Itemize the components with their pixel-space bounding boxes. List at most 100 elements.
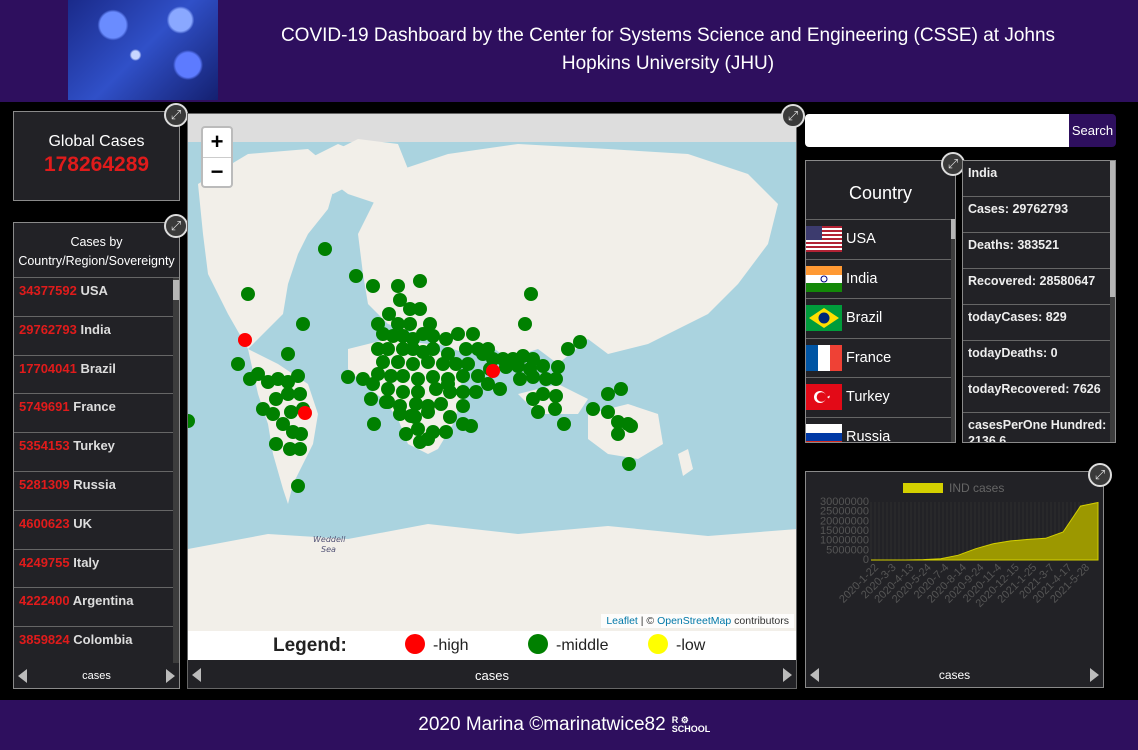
country-marker-middle[interactable] — [439, 332, 453, 346]
country-list-item[interactable]: 5354153 Turkey — [14, 433, 173, 472]
openstreetmap-link[interactable]: OpenStreetMap — [657, 615, 732, 627]
world-map[interactable]: Weddell Sea + − Leaflet | © OpenStreetMa… — [187, 113, 797, 689]
country-marker-middle[interactable] — [426, 370, 440, 384]
page-prev-icon[interactable] — [192, 668, 201, 682]
country-marker-middle[interactable] — [456, 399, 470, 413]
country-marker-middle[interactable] — [366, 279, 380, 293]
country-marker-middle[interactable] — [293, 442, 307, 456]
country-marker-middle[interactable] — [381, 382, 395, 396]
country-marker-middle[interactable] — [399, 427, 413, 441]
country-list-item[interactable]: 4600623 UK — [14, 511, 173, 550]
flag-list-scrollbar[interactable] — [951, 219, 955, 442]
country-marker-middle[interactable] — [408, 410, 422, 424]
country-marker-middle[interactable] — [449, 357, 463, 371]
page-next-icon[interactable] — [166, 669, 175, 683]
country-marker-middle[interactable] — [499, 360, 513, 374]
country-marker-middle[interactable] — [469, 385, 483, 399]
country-marker-middle[interactable] — [188, 414, 195, 428]
country-marker-middle[interactable] — [601, 387, 615, 401]
country-marker-middle[interactable] — [251, 367, 265, 381]
country-marker-middle[interactable] — [549, 372, 563, 386]
country-marker-middle[interactable] — [614, 382, 628, 396]
country-flag-item[interactable]: India — [806, 258, 951, 299]
country-marker-middle[interactable] — [461, 357, 475, 371]
country-marker-middle[interactable] — [423, 317, 437, 331]
country-marker-middle[interactable] — [539, 372, 553, 386]
expand-icon[interactable]: ⤢ — [781, 104, 805, 128]
country-marker-middle[interactable] — [403, 302, 417, 316]
country-marker-middle[interactable] — [411, 385, 425, 399]
country-marker-middle[interactable] — [421, 355, 435, 369]
country-marker-middle[interactable] — [551, 360, 565, 374]
country-marker-middle[interactable] — [443, 410, 457, 424]
country-marker-middle[interactable] — [451, 327, 465, 341]
country-list-item[interactable]: 5749691 France — [14, 394, 173, 434]
country-marker-middle[interactable] — [573, 335, 587, 349]
country-marker-middle[interactable] — [526, 370, 540, 384]
country-marker-middle[interactable] — [403, 317, 417, 331]
country-marker-middle[interactable] — [531, 405, 545, 419]
country-marker-middle[interactable] — [284, 405, 298, 419]
country-flag-item[interactable]: Turkey — [806, 377, 951, 417]
country-marker-middle[interactable] — [549, 389, 563, 403]
country-marker-middle[interactable] — [391, 355, 405, 369]
country-marker-middle[interactable] — [511, 359, 525, 373]
country-marker-middle[interactable] — [439, 425, 453, 439]
page-prev-icon[interactable] — [18, 669, 27, 683]
country-marker-high[interactable] — [238, 333, 252, 347]
country-marker-middle[interactable] — [459, 342, 473, 356]
country-marker-middle[interactable] — [293, 387, 307, 401]
country-marker-middle[interactable] — [391, 317, 405, 331]
country-list-item[interactable]: 4222400 Argentina — [14, 588, 173, 628]
search-button[interactable]: Search — [1069, 114, 1116, 147]
country-list-item[interactable]: 34377592 USA — [14, 278, 173, 317]
country-marker-middle[interactable] — [601, 405, 615, 419]
country-list-scrollbar[interactable] — [173, 278, 179, 663]
country-marker-middle[interactable] — [518, 317, 532, 331]
country-marker-middle[interactable] — [269, 437, 283, 451]
country-marker-middle[interactable] — [464, 419, 478, 433]
country-marker-middle[interactable] — [586, 402, 600, 416]
country-marker-middle[interactable] — [384, 369, 398, 383]
page-prev-icon[interactable] — [810, 668, 819, 682]
country-marker-middle[interactable] — [513, 372, 527, 386]
country-marker-middle[interactable] — [456, 369, 470, 383]
country-marker-middle[interactable] — [409, 397, 423, 411]
country-marker-middle[interactable] — [536, 359, 550, 373]
country-marker-middle[interactable] — [557, 417, 571, 431]
country-marker-middle[interactable] — [296, 317, 310, 331]
country-list-item[interactable]: 17704041 Brazil — [14, 356, 173, 395]
country-marker-middle[interactable] — [411, 372, 425, 386]
country-marker-middle[interactable] — [536, 387, 550, 401]
country-marker-middle[interactable] — [622, 457, 636, 471]
country-marker-middle[interactable] — [366, 377, 380, 391]
country-marker-middle[interactable] — [524, 287, 538, 301]
country-marker-middle[interactable] — [413, 302, 427, 316]
zoom-out-button[interactable]: − — [203, 157, 231, 186]
country-marker-middle[interactable] — [382, 307, 396, 321]
country-marker-middle[interactable] — [396, 369, 410, 383]
country-marker-middle[interactable] — [256, 402, 270, 416]
country-marker-middle[interactable] — [381, 395, 395, 409]
country-marker-middle[interactable] — [624, 419, 638, 433]
country-marker-middle[interactable] — [364, 392, 378, 406]
country-marker-middle[interactable] — [241, 287, 255, 301]
country-marker-middle[interactable] — [441, 377, 455, 391]
country-flag-item[interactable]: USA — [806, 219, 951, 259]
country-marker-middle[interactable] — [611, 427, 625, 441]
country-marker-middle[interactable] — [426, 329, 440, 343]
detail-scroll-thumb[interactable] — [1110, 161, 1115, 297]
country-marker-middle[interactable] — [294, 427, 308, 441]
page-next-icon[interactable] — [783, 668, 792, 682]
country-marker-middle[interactable] — [349, 269, 363, 283]
country-list-scroll-thumb[interactable] — [173, 280, 179, 300]
country-marker-middle[interactable] — [283, 442, 297, 456]
country-marker-high[interactable] — [486, 364, 500, 378]
country-marker-middle[interactable] — [466, 327, 480, 341]
country-list-item[interactable]: 4249755 Italy — [14, 550, 173, 589]
country-marker-middle[interactable] — [281, 387, 295, 401]
country-flag-item[interactable]: Russia — [806, 416, 951, 442]
country-marker-middle[interactable] — [341, 370, 355, 384]
country-flag-item[interactable]: France — [806, 337, 951, 378]
country-marker-middle[interactable] — [396, 385, 410, 399]
